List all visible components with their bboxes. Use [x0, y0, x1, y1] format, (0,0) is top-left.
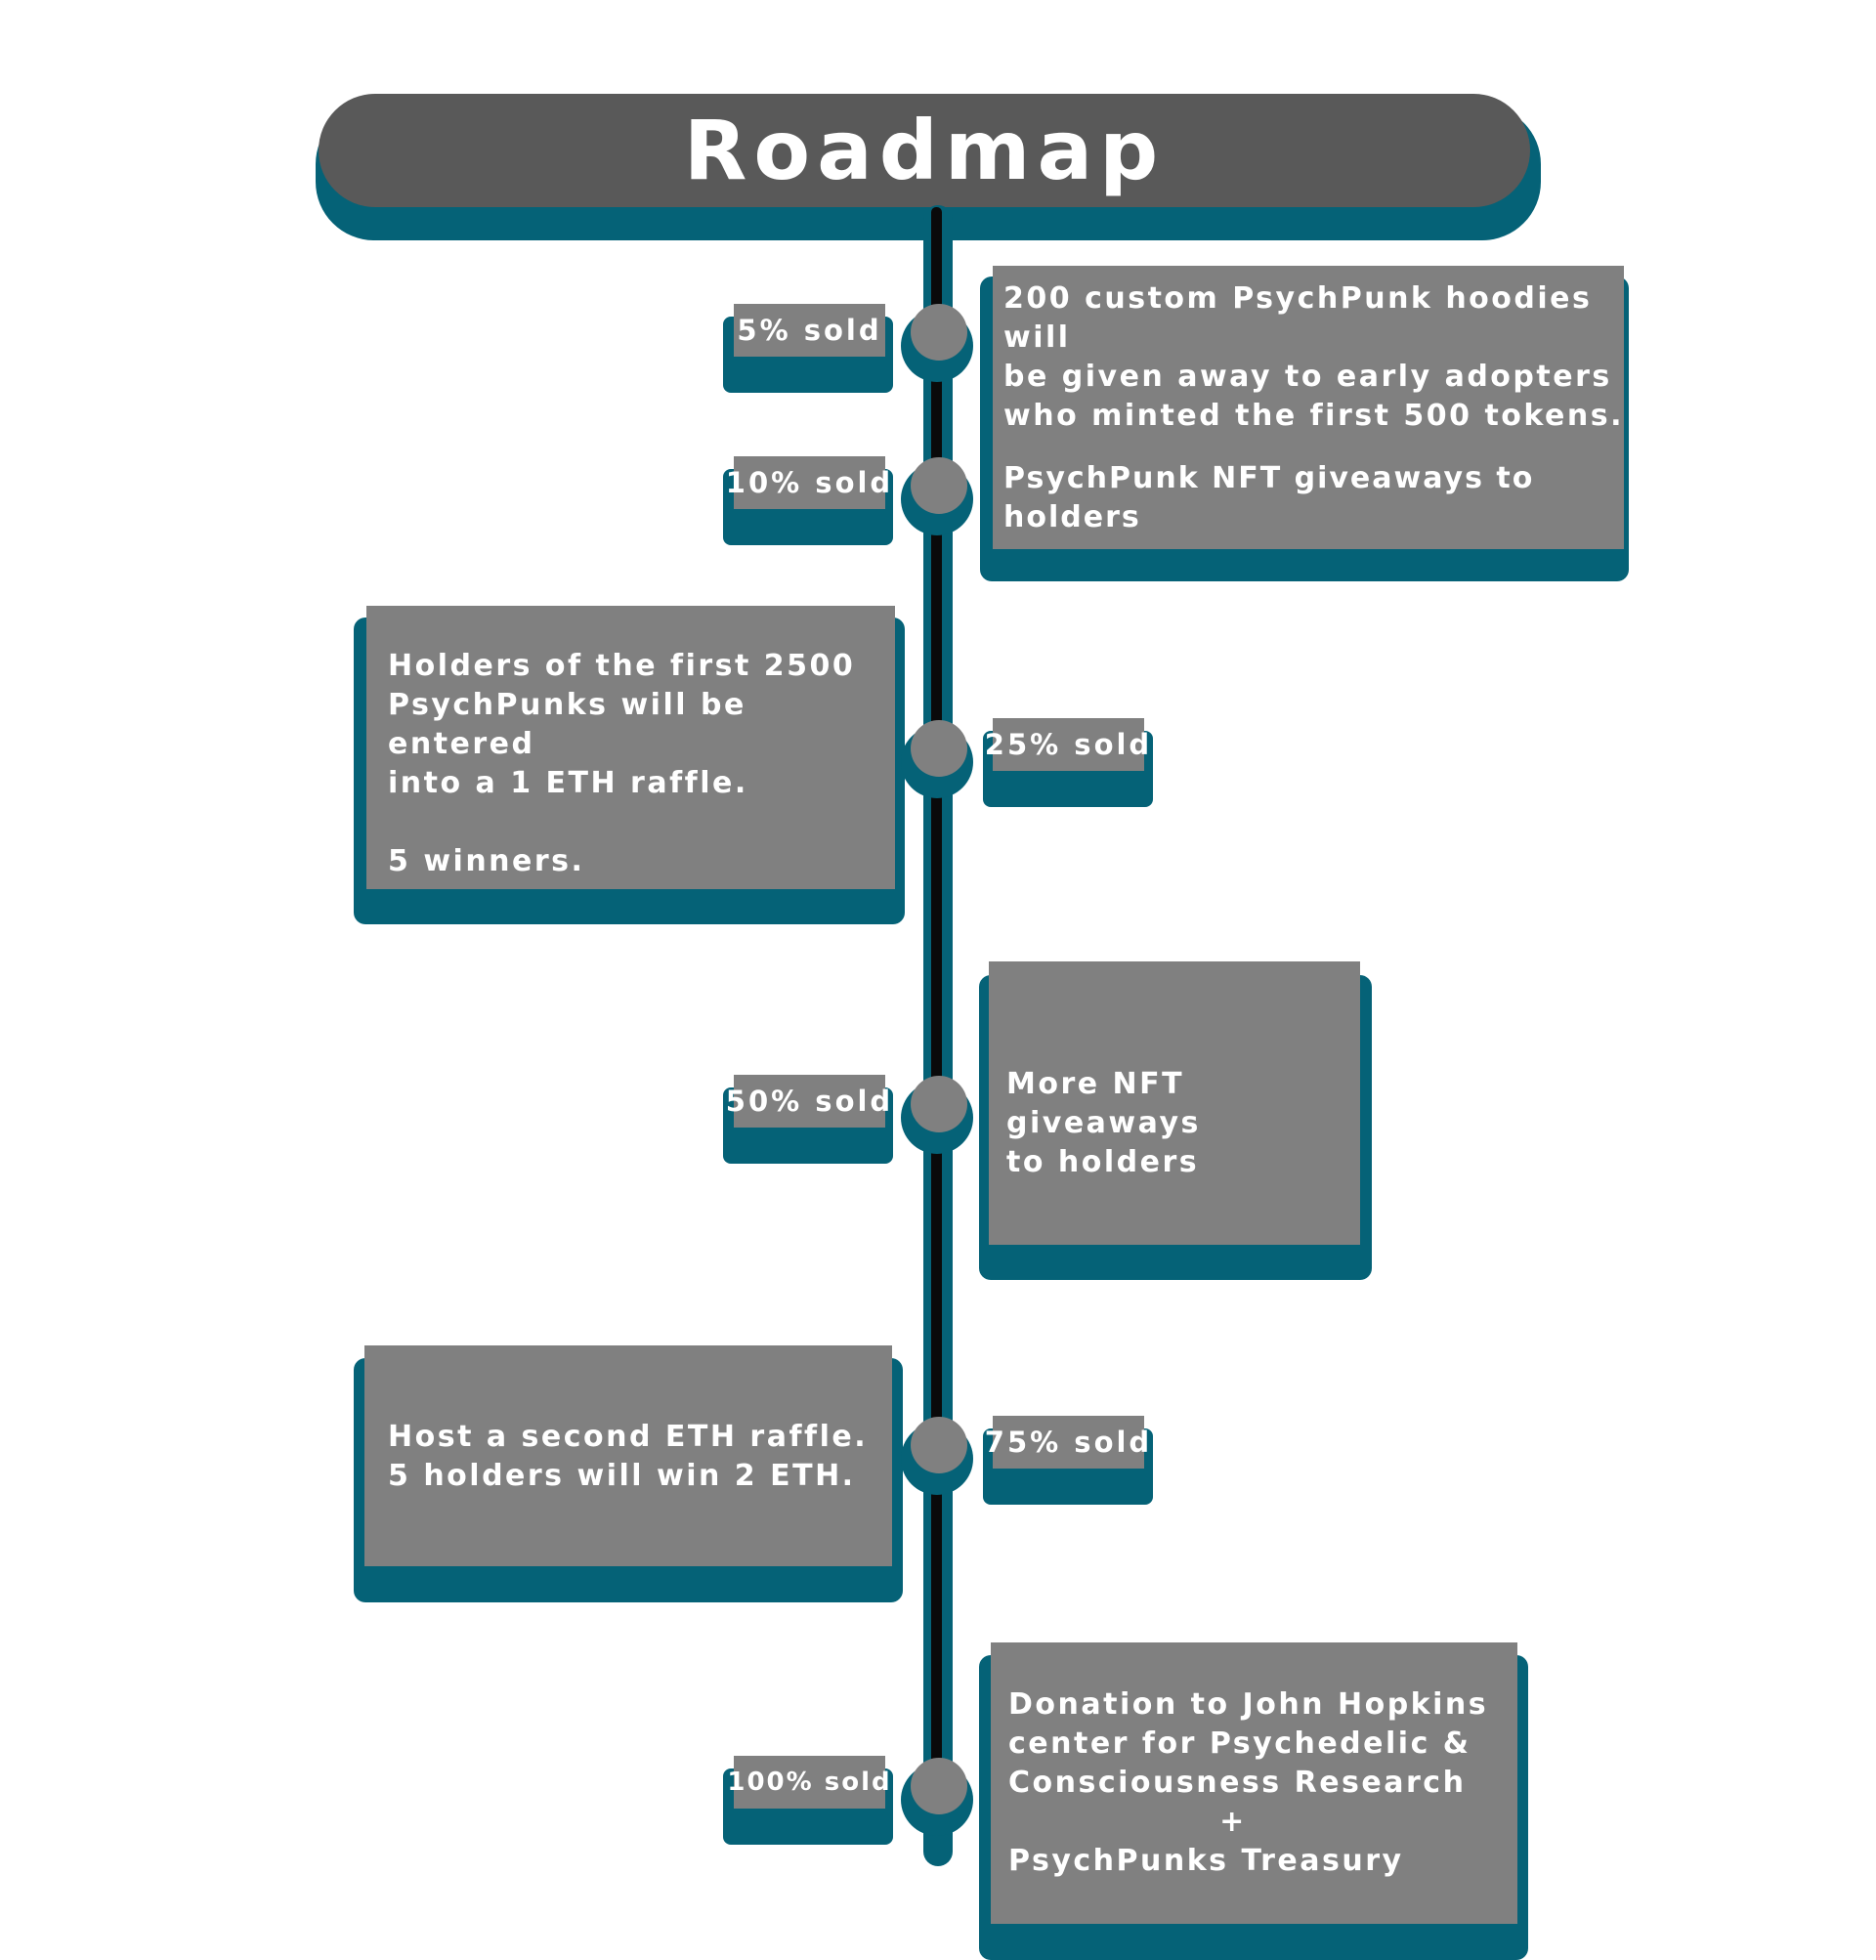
milestone-label: 100% sold: [727, 1756, 890, 1809]
description-box-second-raffle: Host a second ETH raffle. 5 holders will…: [364, 1345, 892, 1566]
description-box-hoodies-giveaways: 200 custom PsychPunk hoodies will be giv…: [993, 266, 1624, 549]
description-donation: Donation to John Hopkins center for Psyc…: [1008, 1687, 1489, 1800]
description-second-raffle: Host a second ETH raffle. 5 holders will…: [388, 1420, 869, 1493]
milestone-label: 50% sold: [726, 1075, 890, 1128]
description-more-giveaways: More NFT giveaways to holders: [1006, 1067, 1201, 1179]
description-box-more-giveaways: More NFT giveaways to holders: [989, 961, 1360, 1245]
timeline-node: [911, 1758, 967, 1814]
timeline-node: [911, 457, 967, 514]
timeline-line: [931, 207, 942, 1827]
timeline-node: [911, 304, 967, 361]
description-treasury: PsychPunks Treasury: [1008, 1844, 1404, 1878]
page-title: Roadmap: [683, 103, 1166, 198]
description-nft-giveaways: PsychPunk NFT giveaways to holders: [1003, 461, 1535, 534]
description-hoodies: 200 custom PsychPunk hoodies will be giv…: [1003, 281, 1625, 433]
description-plus: +: [1219, 1805, 1247, 1839]
description-raffle: Holders of the first 2500 PsychPunks wil…: [388, 649, 856, 878]
title-bar: Roadmap: [319, 94, 1530, 207]
description-box-donation: Donation to John Hopkins center for Psyc…: [991, 1642, 1517, 1924]
timeline-node: [911, 720, 967, 777]
timeline-node: [911, 1076, 967, 1132]
description-box-raffle: Holders of the first 2500 PsychPunks wil…: [366, 606, 895, 889]
milestone-label: 75% sold: [985, 1416, 1149, 1469]
milestone-label: 25% sold: [985, 718, 1149, 771]
milestone-label: 10% sold: [726, 456, 890, 509]
milestone-label: 5% sold: [734, 304, 885, 357]
timeline-node: [911, 1417, 967, 1473]
